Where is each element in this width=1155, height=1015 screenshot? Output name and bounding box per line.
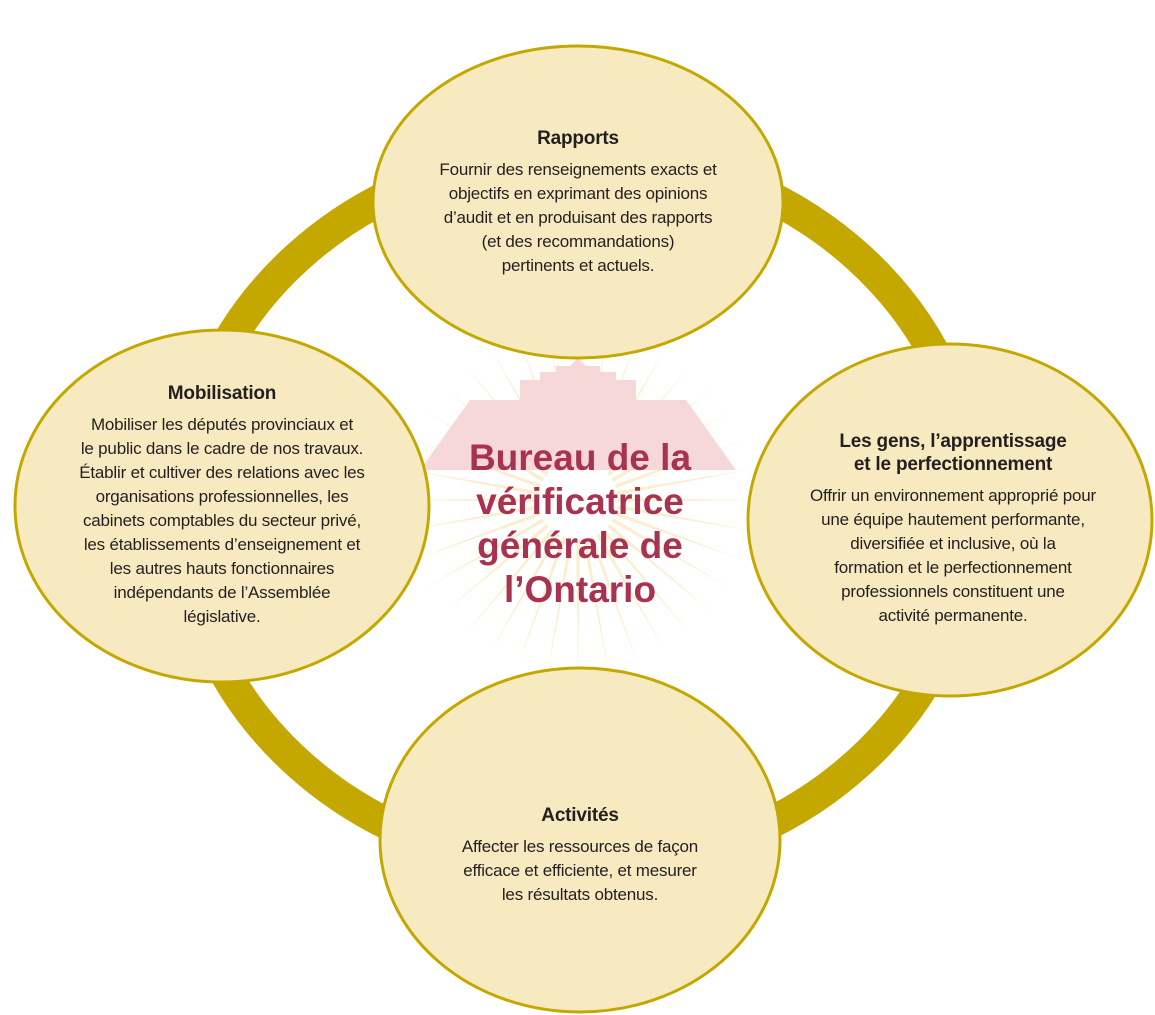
node-activites-title: Activités	[541, 804, 619, 826]
node-gens-apprentissage: Les gens, l’apprentissage et le perfecti…	[758, 384, 1148, 674]
sunburst-ray	[576, 539, 580, 675]
node-gens-apprentissage-title: Les gens, l’apprentissage et le perfecti…	[839, 431, 1067, 475]
node-rapports: Rapports Fournir des renseignements exac…	[378, 92, 778, 312]
sunburst-ray	[413, 511, 542, 560]
node-activites: Activités Affecter les ressources de faç…	[380, 780, 780, 930]
sunburst-ray	[465, 529, 554, 635]
node-activites-text: Affecter les ressources de façon efficac…	[461, 836, 699, 904]
sunburst-ray	[607, 524, 713, 613]
bubble-left	[13, 328, 431, 684]
node-rapports-text: Fournir des renseignements exacts et obj…	[439, 159, 717, 275]
sunburst-ray	[596, 533, 666, 652]
bubble-bottom	[378, 666, 782, 1014]
parliament-building-sunburst-icon	[403, 325, 753, 675]
sunburst-ray	[611, 518, 730, 588]
sunburst-ray	[490, 533, 560, 652]
sunburst-ray	[547, 539, 573, 673]
sunburst-ray	[403, 498, 539, 502]
sunburst-ray	[426, 518, 545, 588]
center-title: Bureau de la vérificatrice générale de l…	[468, 437, 692, 610]
sunburst-ray	[583, 539, 609, 673]
node-rapports-title: Rapports	[537, 127, 619, 149]
sunburst-ray	[405, 469, 539, 495]
sunburst-ray	[617, 505, 751, 531]
building-silhouette	[420, 358, 736, 470]
node-mobilisation: Mobilisation Mobiliser les députés provi…	[30, 360, 414, 650]
node-mobilisation-text: Mobiliser les députés provinciaux et le …	[79, 414, 365, 626]
sunburst-ray	[617, 469, 751, 495]
sunburst-ray	[602, 529, 691, 635]
bubble-top	[371, 44, 785, 360]
node-mobilisation-title: Mobilisation	[167, 382, 277, 404]
sunburst-ray	[443, 524, 549, 613]
sunburst-ray	[589, 536, 638, 665]
sunburst-ray	[617, 498, 753, 502]
sunburst-ray	[405, 505, 539, 531]
node-gens-apprentissage-text: Offrir un environnement approprié pour u…	[810, 486, 1096, 625]
sunburst-ray	[518, 536, 567, 665]
bubble-right	[746, 342, 1154, 698]
sunburst-ray	[614, 511, 743, 560]
